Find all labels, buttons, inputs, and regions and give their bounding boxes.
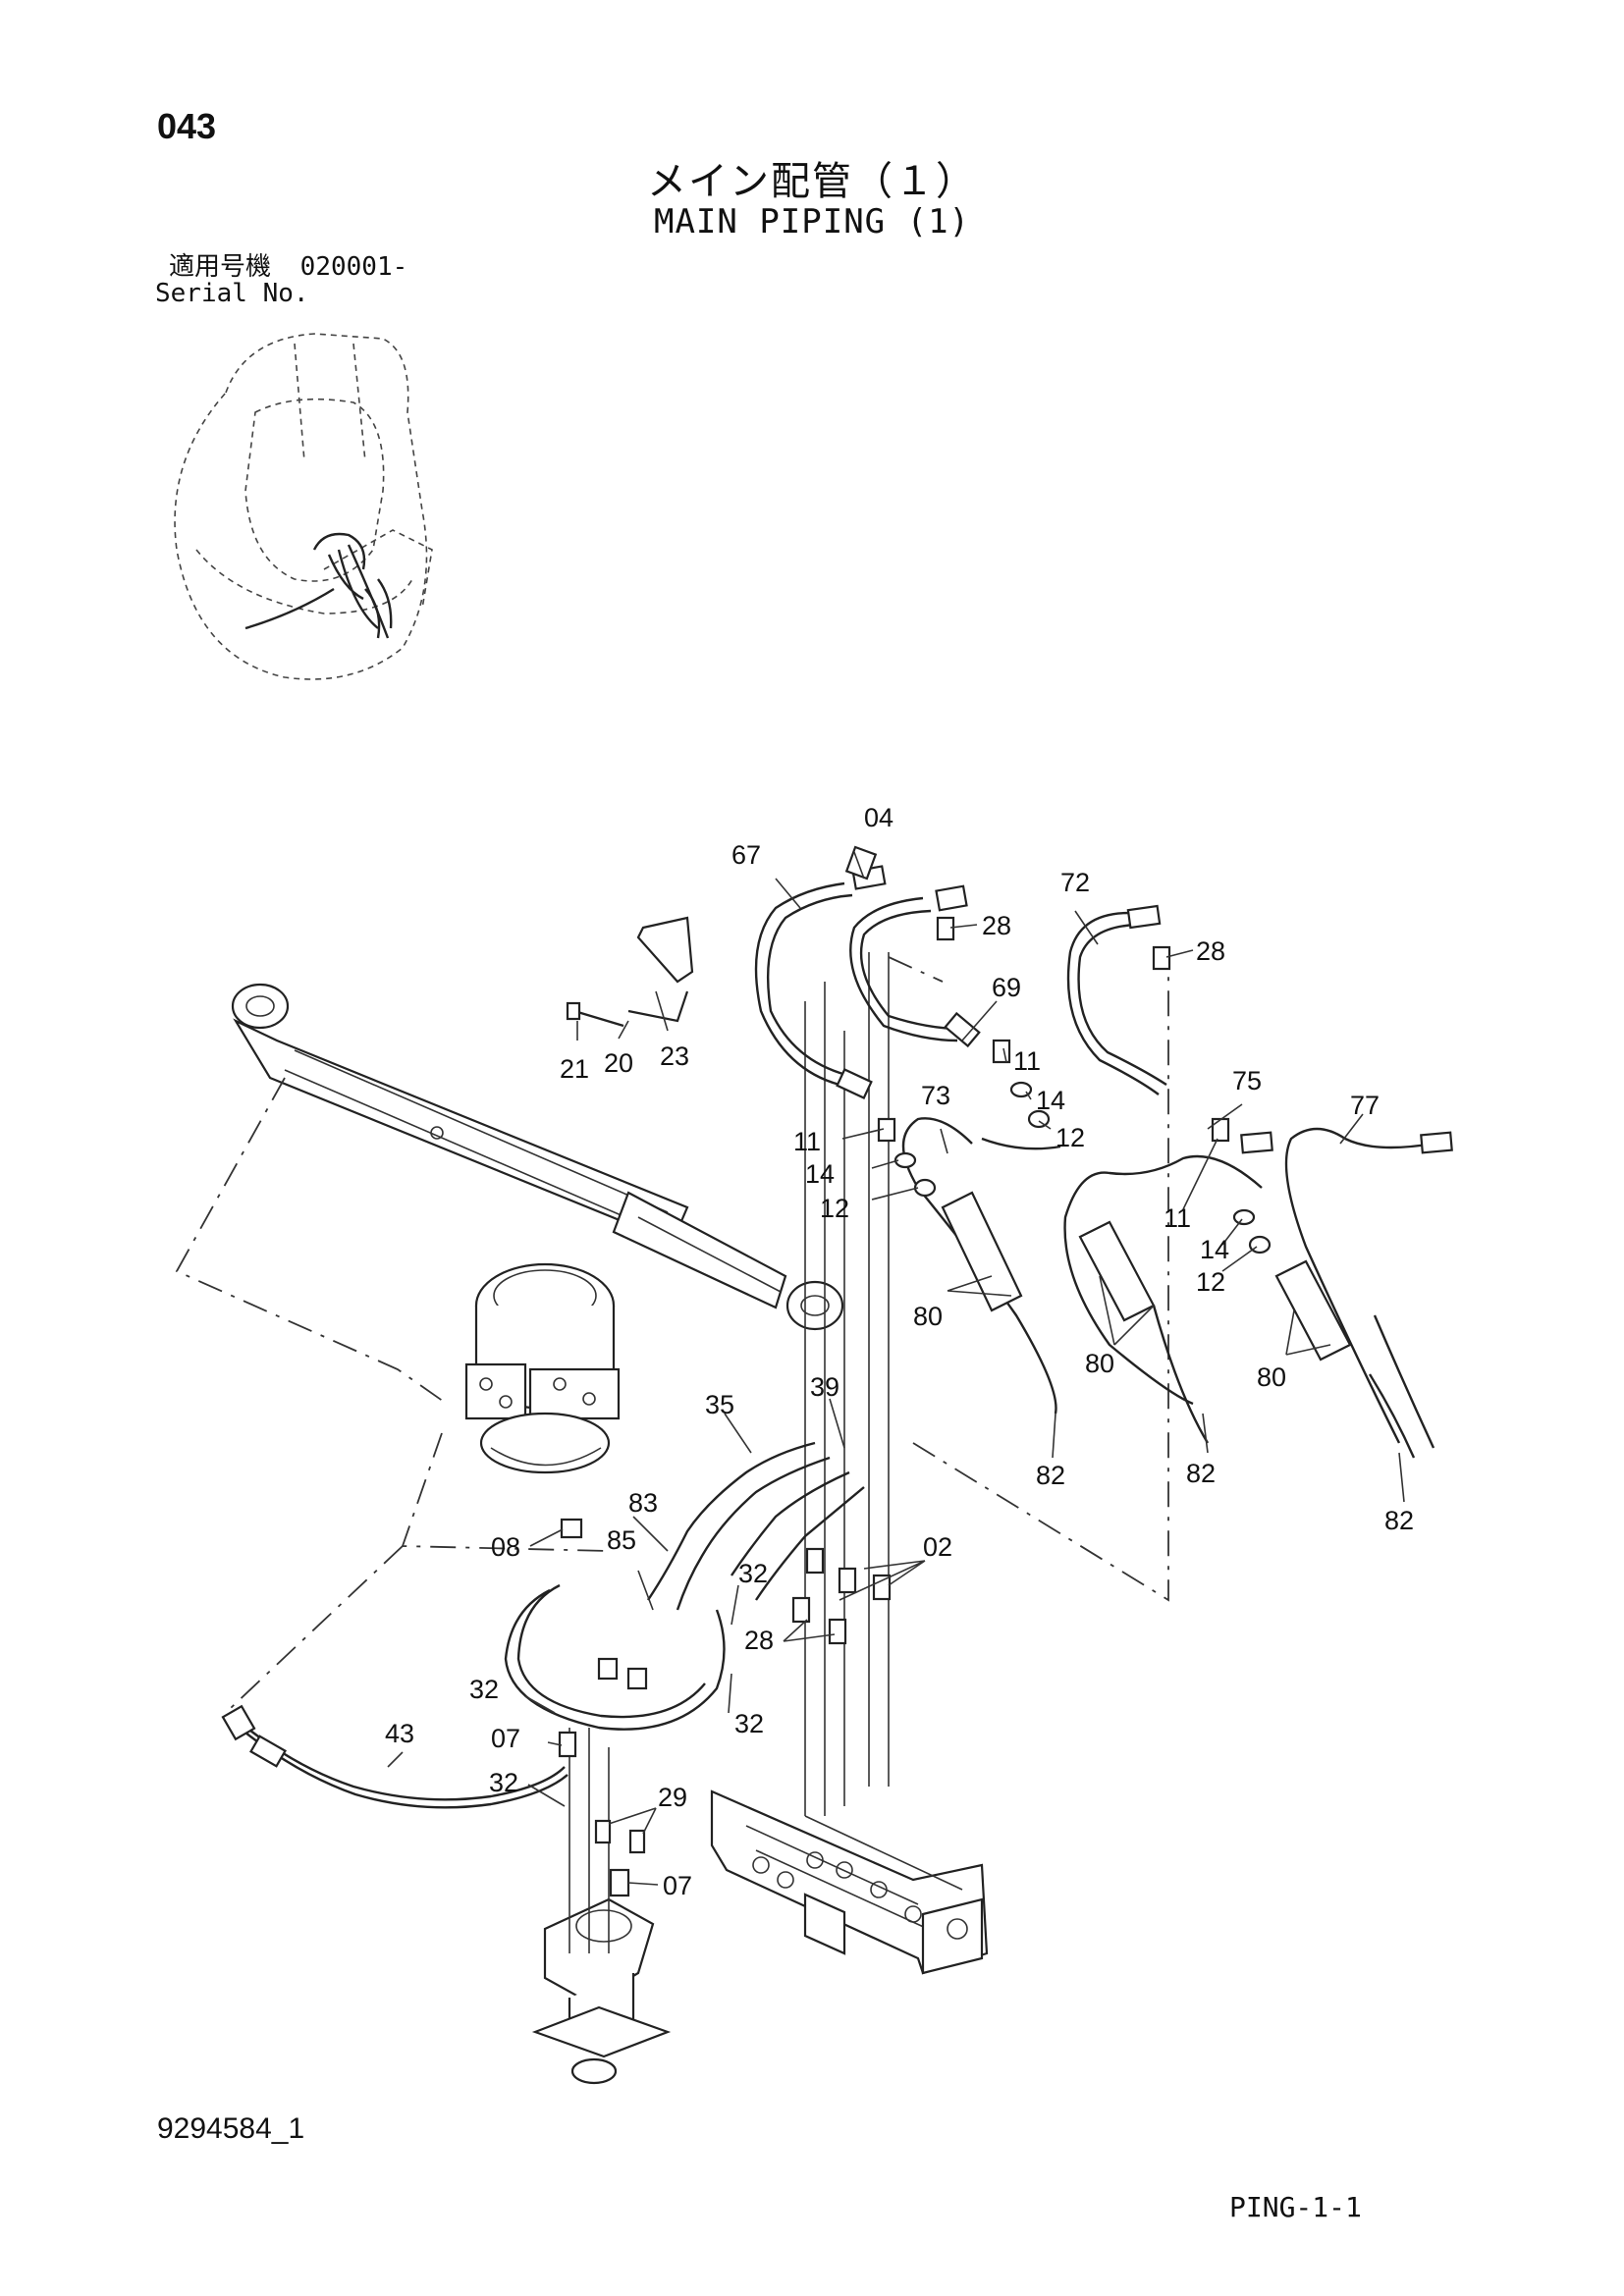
fittings bbox=[558, 845, 1453, 1897]
callout-21: 21 bbox=[560, 1054, 589, 1084]
callout-11b: 11 bbox=[1013, 1046, 1041, 1076]
callout-43: 43 bbox=[385, 1719, 414, 1748]
callout-82b: 82 bbox=[1186, 1459, 1216, 1488]
callout-28a: 28 bbox=[982, 911, 1011, 940]
callout-04: 04 bbox=[864, 803, 893, 832]
serial-value: 020001- bbox=[299, 252, 408, 282]
title-english: MAIN PIPING (1) bbox=[653, 202, 971, 241]
callout-32b: 32 bbox=[469, 1675, 499, 1704]
serial-label-jp: 適用号機 bbox=[169, 252, 272, 282]
callout-83: 83 bbox=[628, 1488, 658, 1518]
boom-cylinder bbox=[231, 983, 844, 1331]
callout-80a: 80 bbox=[913, 1302, 943, 1331]
serial-block: 適用号機 020001- bbox=[169, 253, 407, 281]
callout-07b: 07 bbox=[663, 1871, 692, 1900]
callout-23: 23 bbox=[660, 1041, 689, 1071]
callout-72: 72 bbox=[1060, 868, 1090, 897]
callout-12c: 12 bbox=[1196, 1267, 1225, 1297]
callout-75: 75 bbox=[1232, 1066, 1262, 1095]
pump-assembly bbox=[531, 1897, 672, 2085]
vertical-pipe-lines bbox=[568, 952, 890, 1953]
callout-82c: 82 bbox=[1384, 1506, 1414, 1535]
callout-12a: 12 bbox=[820, 1194, 849, 1223]
centerline-hose43 bbox=[230, 1545, 404, 1709]
callout-14b: 14 bbox=[1036, 1086, 1065, 1115]
callout-08: 08 bbox=[491, 1532, 520, 1562]
leader-lines bbox=[387, 851, 1405, 1886]
callout-11a: 11 bbox=[793, 1127, 821, 1156]
centerline-upper bbox=[888, 956, 944, 983]
callout-39: 39 bbox=[810, 1372, 839, 1402]
callout-29: 29 bbox=[658, 1783, 687, 1812]
document-number: 9294584_1 bbox=[157, 2112, 305, 2145]
callout-32d: 32 bbox=[489, 1768, 518, 1797]
callout-11c: 11 bbox=[1164, 1203, 1191, 1233]
callout-28c: 28 bbox=[744, 1626, 774, 1655]
swing-motor bbox=[464, 1262, 621, 1474]
hose-group-lower bbox=[221, 1441, 865, 1809]
callout-14c: 14 bbox=[1200, 1235, 1229, 1264]
callout-14a: 14 bbox=[805, 1159, 835, 1189]
sheet-code: PING-1-1 bbox=[1229, 2191, 1362, 2223]
centerline-cylinder-to-motor bbox=[175, 1077, 448, 1405]
centerline-right-return bbox=[912, 977, 1169, 1602]
callout-32c: 32 bbox=[734, 1709, 764, 1738]
hose-group-upper bbox=[754, 865, 1435, 1459]
callout-73: 73 bbox=[921, 1081, 950, 1110]
control-valve-bank bbox=[710, 1789, 989, 1975]
callout-35: 35 bbox=[705, 1390, 734, 1419]
callout-67: 67 bbox=[731, 840, 761, 870]
machine-locator-thumbnail bbox=[174, 333, 433, 680]
callout-77: 77 bbox=[1350, 1091, 1380, 1120]
callout-85: 85 bbox=[607, 1525, 636, 1555]
serial-label-en: Serial No. bbox=[155, 279, 309, 308]
callout-labels: 04 67 28 72 28 69 21 20 23 11 14 12 73 1… bbox=[385, 803, 1414, 1900]
callout-07a: 07 bbox=[491, 1724, 520, 1753]
callout-32a: 32 bbox=[738, 1559, 768, 1588]
callout-80b: 80 bbox=[1085, 1349, 1114, 1378]
callout-80c: 80 bbox=[1257, 1362, 1286, 1392]
page-number: 043 bbox=[157, 106, 217, 146]
callout-82a: 82 bbox=[1036, 1461, 1065, 1490]
callout-02: 02 bbox=[923, 1532, 952, 1562]
bracket-23 bbox=[566, 916, 694, 1028]
callout-12b: 12 bbox=[1056, 1123, 1085, 1152]
title-japanese: メイン配管（１） bbox=[647, 159, 977, 204]
callout-28b: 28 bbox=[1196, 936, 1225, 966]
callout-69: 69 bbox=[992, 973, 1021, 1002]
callout-20: 20 bbox=[604, 1048, 633, 1078]
